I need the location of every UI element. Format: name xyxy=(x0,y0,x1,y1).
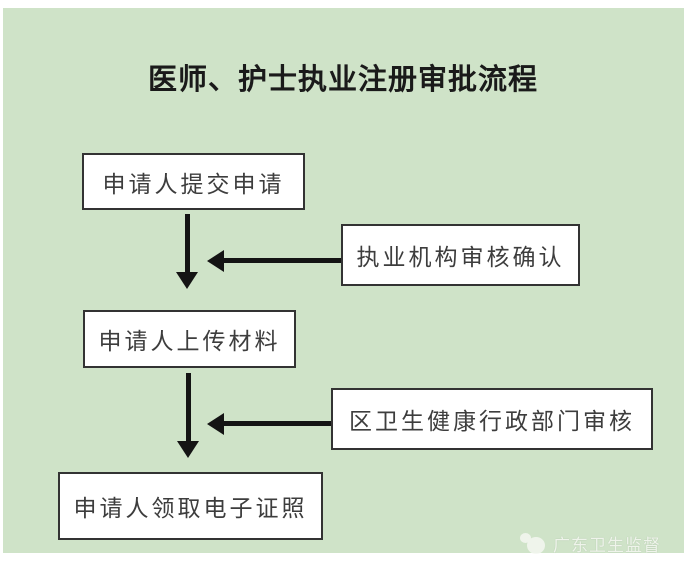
flowchart-title: 医师、护士执业注册审批流程 xyxy=(147,64,538,96)
arrow-down-2-head-icon xyxy=(177,441,199,458)
arrow-left-1-shaft xyxy=(222,258,341,263)
node-district-health-dept-review: 区卫生健康行政部门审核 xyxy=(331,388,653,450)
arrow-down-2-shaft xyxy=(186,373,191,443)
arrow-left-2-shaft xyxy=(222,421,331,426)
arrow-down-1-shaft xyxy=(185,214,190,274)
flowchart-canvas: 医师、护士执业注册审批流程 申请人提交申请 申请人上传材料 申请人领取电子证照 … xyxy=(3,8,684,556)
bubble-big-shape xyxy=(527,536,545,554)
arrow-left-2-head-icon xyxy=(207,413,224,435)
arrow-left-1-head-icon xyxy=(207,250,224,272)
watermark: 广东卫生监督 xyxy=(520,531,661,556)
bubbles-logo-icon xyxy=(520,532,547,556)
node-applicant-submit-application: 申请人提交申请 xyxy=(82,153,305,210)
bubble-small-shape xyxy=(520,532,531,543)
node-institution-review-confirm: 执业机构审核确认 xyxy=(341,224,580,286)
node-applicant-receive-certificate: 申请人领取电子证照 xyxy=(58,472,323,540)
arrow-down-1-head-icon xyxy=(176,272,198,289)
watermark-label: 广东卫生监督 xyxy=(553,536,661,555)
node-applicant-upload-materials: 申请人上传材料 xyxy=(83,310,296,368)
